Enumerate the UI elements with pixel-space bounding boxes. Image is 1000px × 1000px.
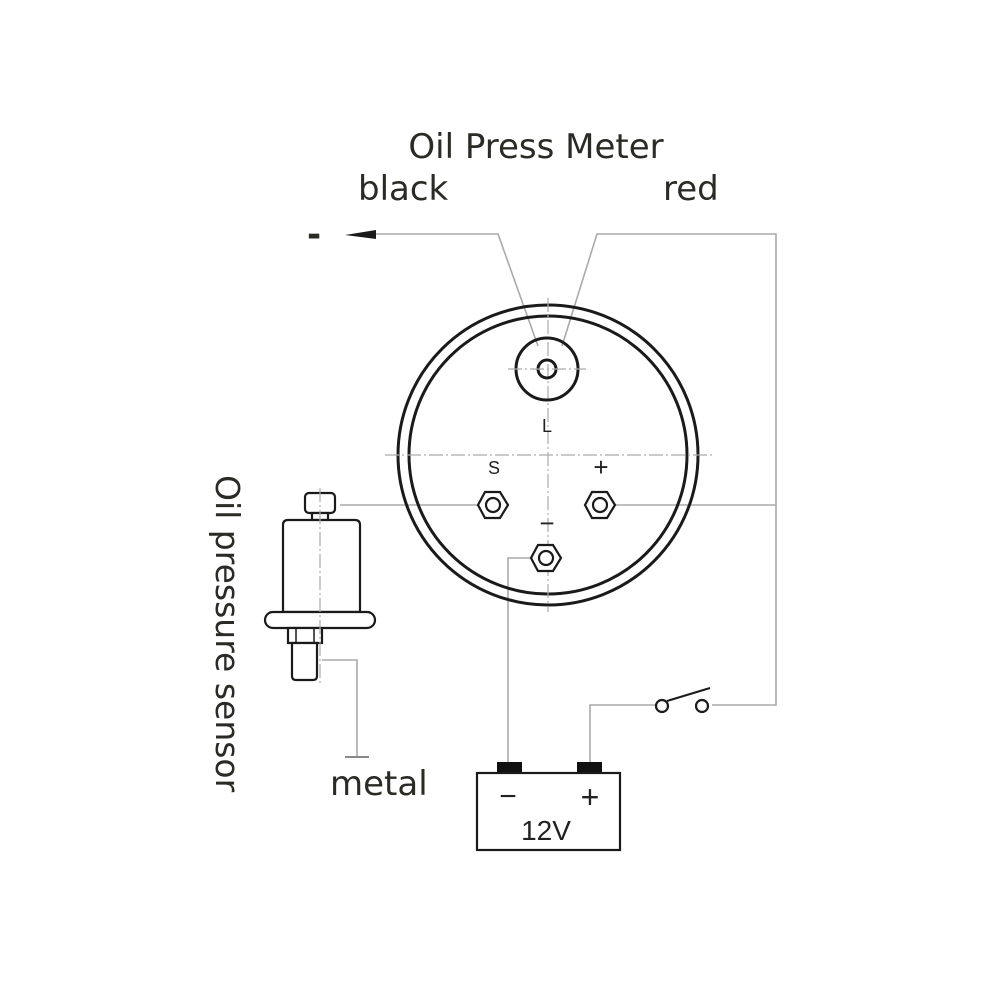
arrow-icon [345, 230, 376, 239]
oil-press-meter: L S + − [385, 298, 715, 612]
sensor-label: Oil pressure sensor [208, 475, 247, 793]
battery: − + 12V [475, 762, 622, 852]
terminal-s-nut [476, 490, 510, 520]
battery-voltage: 12V [521, 815, 571, 846]
battery-plus: + [581, 779, 600, 815]
switch [654, 687, 711, 714]
terminal-minus-nut [529, 543, 563, 573]
oil-pressure-sensor [263, 488, 377, 685]
terminal-minus-label: − [539, 508, 554, 538]
black-wire-label: black [358, 169, 449, 209]
terminal-s-label: S [488, 458, 500, 478]
diagram-title: Oil Press Meter [408, 127, 663, 167]
battery-minus: − [499, 780, 517, 813]
terminal-plus-label: + [593, 452, 608, 482]
wires [322, 230, 777, 763]
negative-symbol: - [307, 215, 321, 255]
metal-label: metal [330, 764, 428, 804]
red-wire-label: red [663, 169, 719, 209]
terminal-l-label: L [542, 416, 552, 436]
terminal-plus-nut [583, 490, 617, 520]
